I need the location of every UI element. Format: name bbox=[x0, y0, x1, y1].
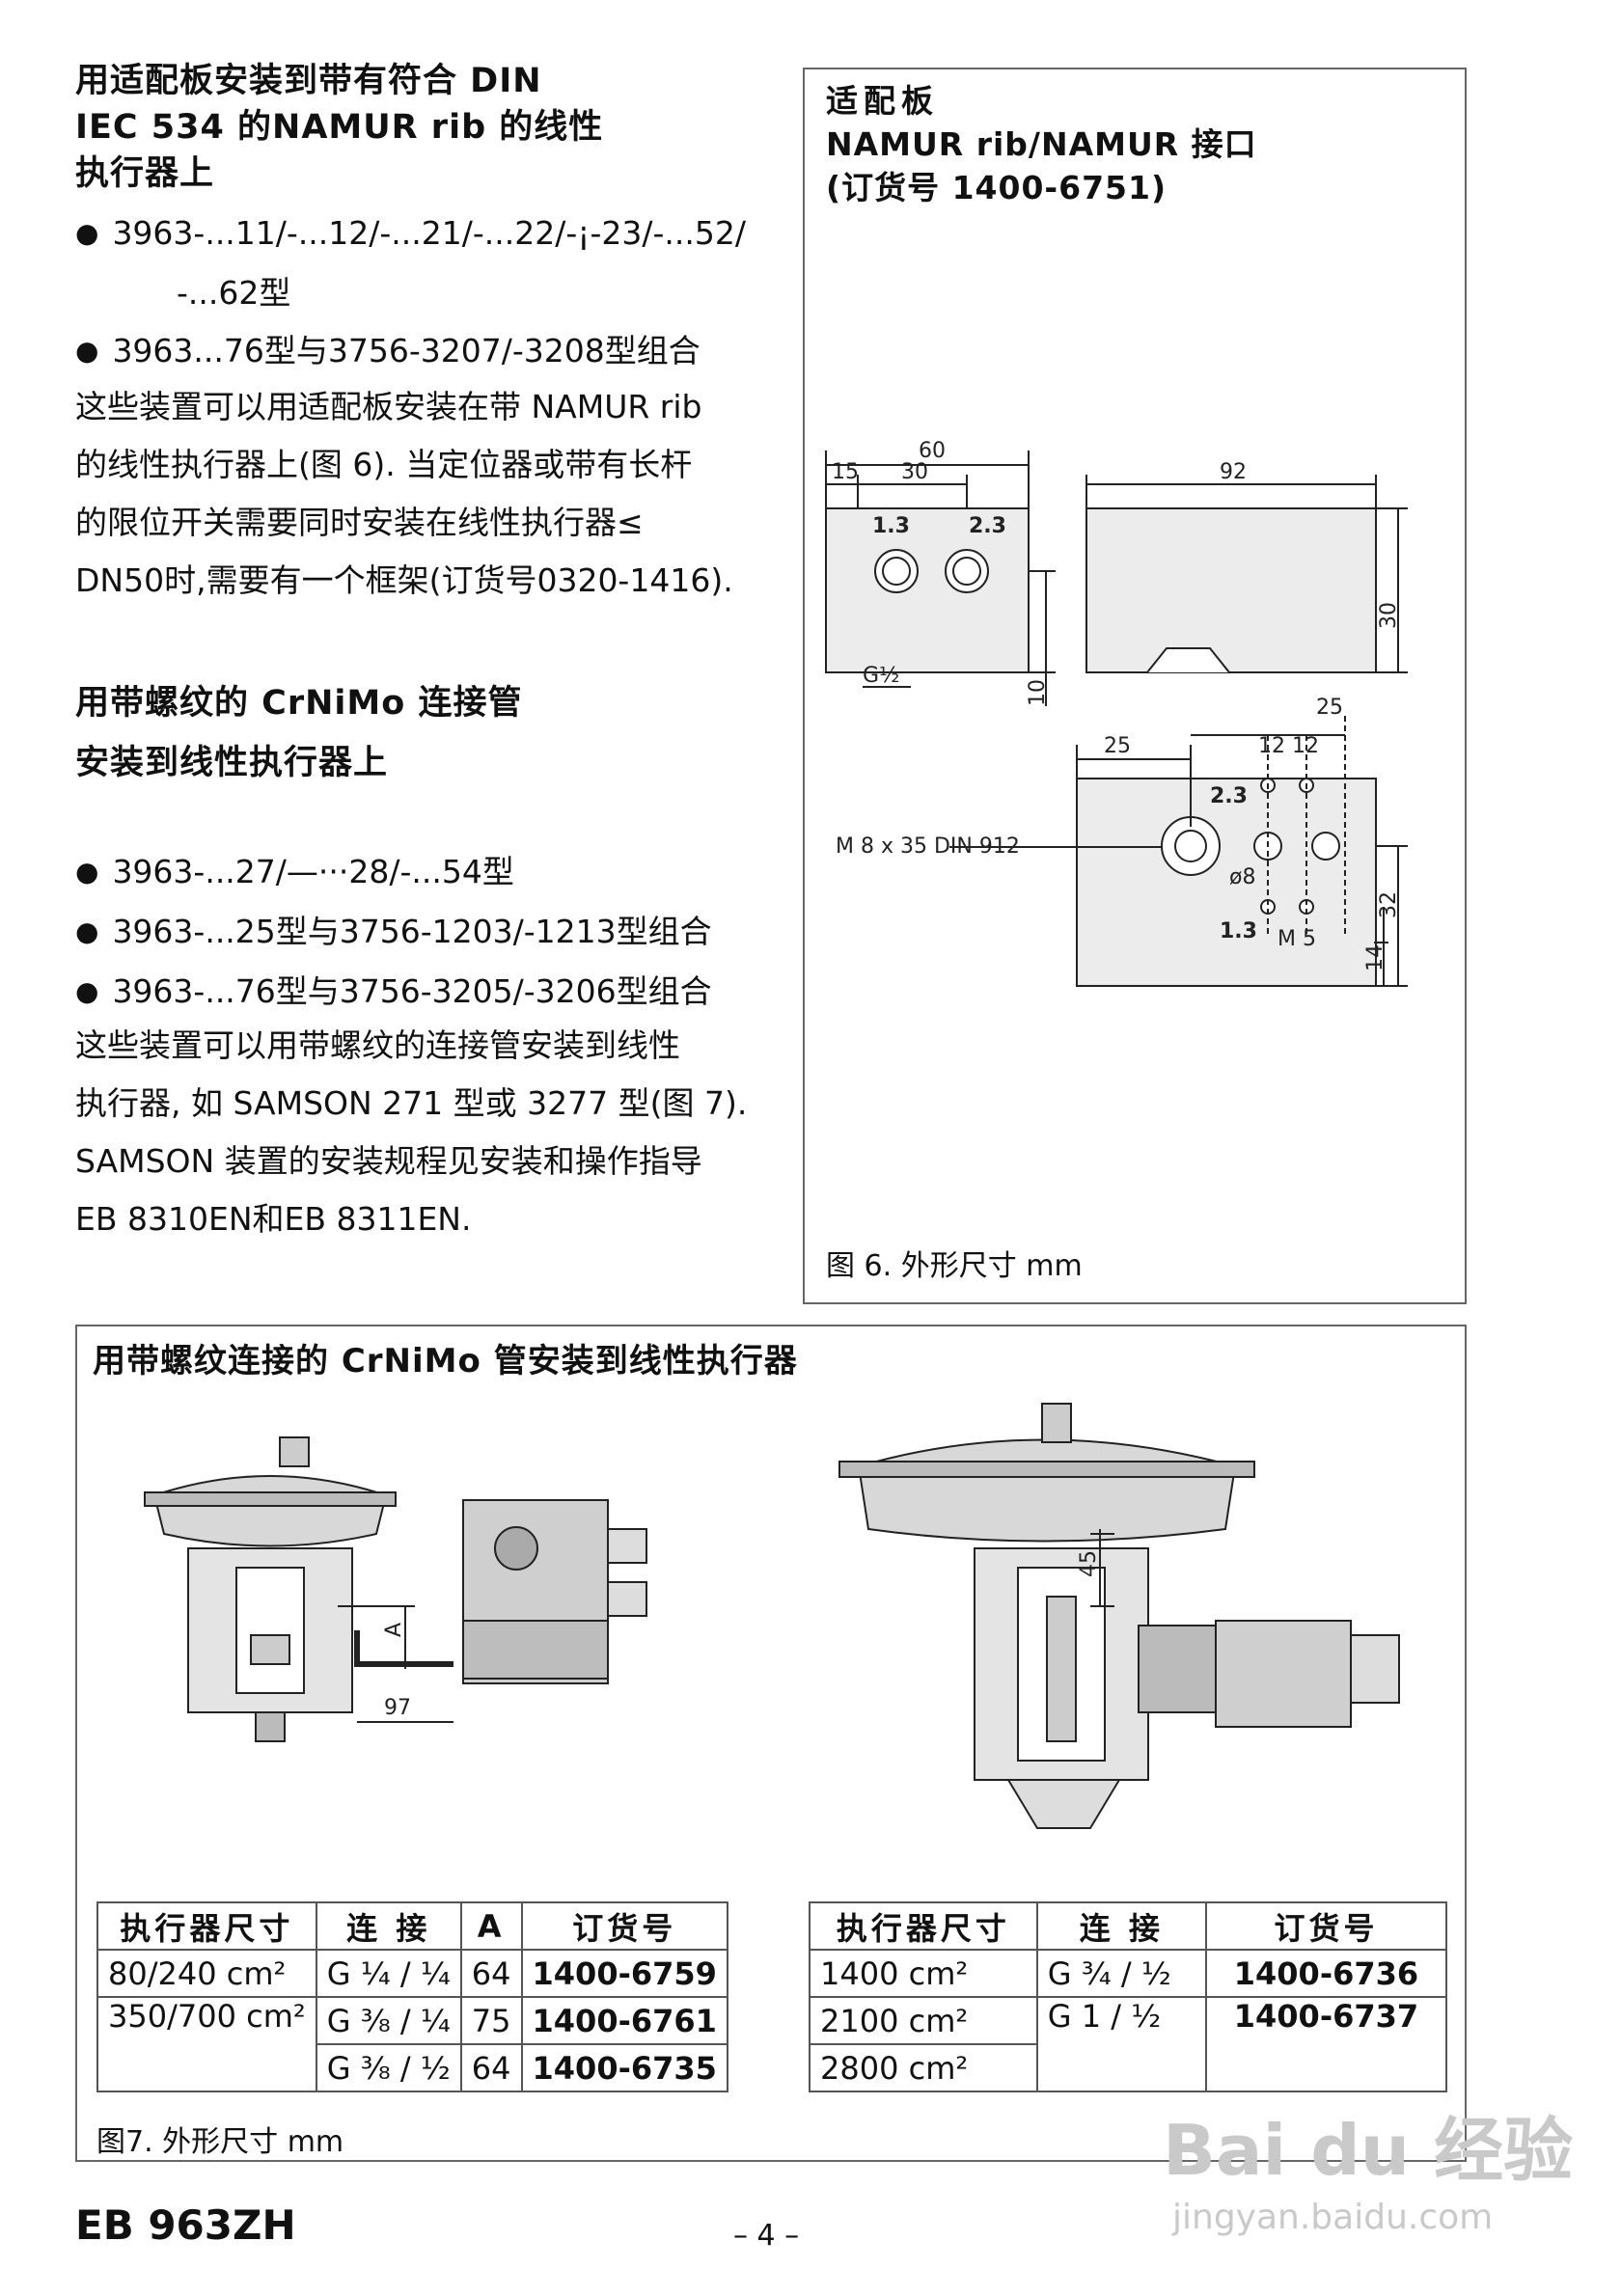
dim-m5: M 5 bbox=[1278, 927, 1316, 951]
dim-10: 10 bbox=[1026, 679, 1050, 706]
dim-45: 45 bbox=[1077, 1550, 1101, 1577]
dim-phi8: ø8 bbox=[1229, 865, 1255, 889]
port-1-3-top: 1.3 bbox=[1220, 919, 1257, 943]
dim-12-a: 12 bbox=[1258, 734, 1285, 758]
watermark-logo: Bai du 经验 bbox=[1163, 2110, 1574, 2191]
paragraph-1: 这些装置可以用适配板安装在带 NAMUR rib 的线性执行器上(图 6). 当… bbox=[75, 388, 733, 599]
page-number: – 4 – bbox=[733, 2219, 800, 2253]
heading-crnimo: 用带螺纹的 CrNiMo 连接管 安装到线性执行器上 bbox=[75, 684, 523, 782]
bullet-list-2: 3963-...27/—···28/-...54型 3963-...25型与37… bbox=[75, 843, 711, 1023]
dim-12-b: 12 bbox=[1292, 734, 1319, 758]
figure-7-title: 用带螺纹连接的 CrNiMo 管安装到线性执行器 bbox=[93, 1342, 798, 1380]
table-row: 2800 cm² bbox=[809, 2043, 1446, 2092]
dim-25-left: 25 bbox=[1104, 734, 1131, 758]
table-header-row: 执行器尺寸 连 接 A 订货号 bbox=[96, 1901, 728, 1951]
adapter-plate-drawing: 60 15 30 92 30 10 1.3 2.3 G¹⁄₂ 25 25 12 … bbox=[825, 439, 1408, 987]
bullet-list-1: 3963-...11/-...12/-...21/-...22/-¡-23/-.… bbox=[75, 205, 746, 382]
table-header-row: 执行器尺寸 连 接 订货号 bbox=[809, 1901, 1448, 1951]
port-2-3-top: 2.3 bbox=[1210, 784, 1248, 808]
figure-6-box: 适配板 NAMUR rib/NAMUR 接口 (订货号 1400-6751) bbox=[803, 68, 1467, 1304]
paragraph-2: 这些装置可以用带螺纹的连接管安装到线性 执行器, 如 SAMSON 271 型或… bbox=[75, 1026, 748, 1238]
thread-size: G¹⁄₂ bbox=[863, 664, 899, 688]
port-2-3: 2.3 bbox=[969, 514, 1006, 538]
figure-7-box: 用带螺纹连接的 CrNiMo 管安装到线性执行器 bbox=[75, 1325, 1467, 2162]
dim-60: 60 bbox=[919, 439, 946, 463]
bolt-spec: M 8 x 35 DIN 912 bbox=[836, 834, 1020, 859]
table-row: 80/240 cm² G ¹⁄₄ / ¹⁄₄ 64 1400-6759 bbox=[96, 1949, 728, 1998]
table-row: 350/700 cm² G ³⁄₈ / ¹⁄₄ 75 1400-6761 bbox=[96, 1996, 728, 2092]
dim-30-vertical: 30 bbox=[1377, 602, 1401, 629]
port-1-3: 1.3 bbox=[872, 514, 910, 538]
dim-25-top: 25 bbox=[1316, 696, 1343, 720]
dim-92: 92 bbox=[1220, 460, 1247, 484]
dim-a: A bbox=[382, 1623, 406, 1637]
table-row: G ³⁄₈ / ¹⁄₂ 64 1400-6735 bbox=[97, 2043, 728, 2092]
table-row: 1400 cm² G ³⁄₄ / ¹⁄₂ 1400-6736 bbox=[809, 1949, 1448, 1998]
table-row: 2100 cm² G 1 / ¹⁄₂ 1400-6737 bbox=[809, 1996, 1448, 2092]
dim-30: 30 bbox=[901, 460, 928, 484]
dim-15: 15 bbox=[832, 460, 859, 484]
dim-32: 32 bbox=[1377, 891, 1401, 918]
actuator-drawings: A 97 45 bbox=[144, 1403, 1400, 1829]
dim-14: 14 bbox=[1363, 944, 1387, 971]
watermark-url: jingyan.baidu.com bbox=[1172, 2198, 1494, 2237]
table-small-actuators: 执行器尺寸 连 接 A 订货号 80/240 cm² G ¹⁄₄ / ¹⁄₄ 6… bbox=[96, 1901, 728, 2092]
figure-6-caption: 图 6. 外形尺寸 mm bbox=[826, 1249, 1083, 1283]
document-number: EB 963ZH bbox=[75, 2201, 296, 2249]
figure-6-title: 适配板 NAMUR rib/NAMUR 接口 (订货号 1400-6751) bbox=[826, 82, 1257, 206]
heading-adapter-plate: 用适配板安装到带有符合 DIN IEC 534 的NAMUR rib 的线性 执… bbox=[75, 62, 604, 193]
dim-97: 97 bbox=[384, 1696, 411, 1720]
table-large-actuators: 执行器尺寸 连 接 订货号 1400 cm² G ³⁄₄ / ¹⁄₂ 1400-… bbox=[809, 1901, 1448, 2092]
figure-7-caption: 图7. 外形尺寸 mm bbox=[96, 2125, 344, 2159]
